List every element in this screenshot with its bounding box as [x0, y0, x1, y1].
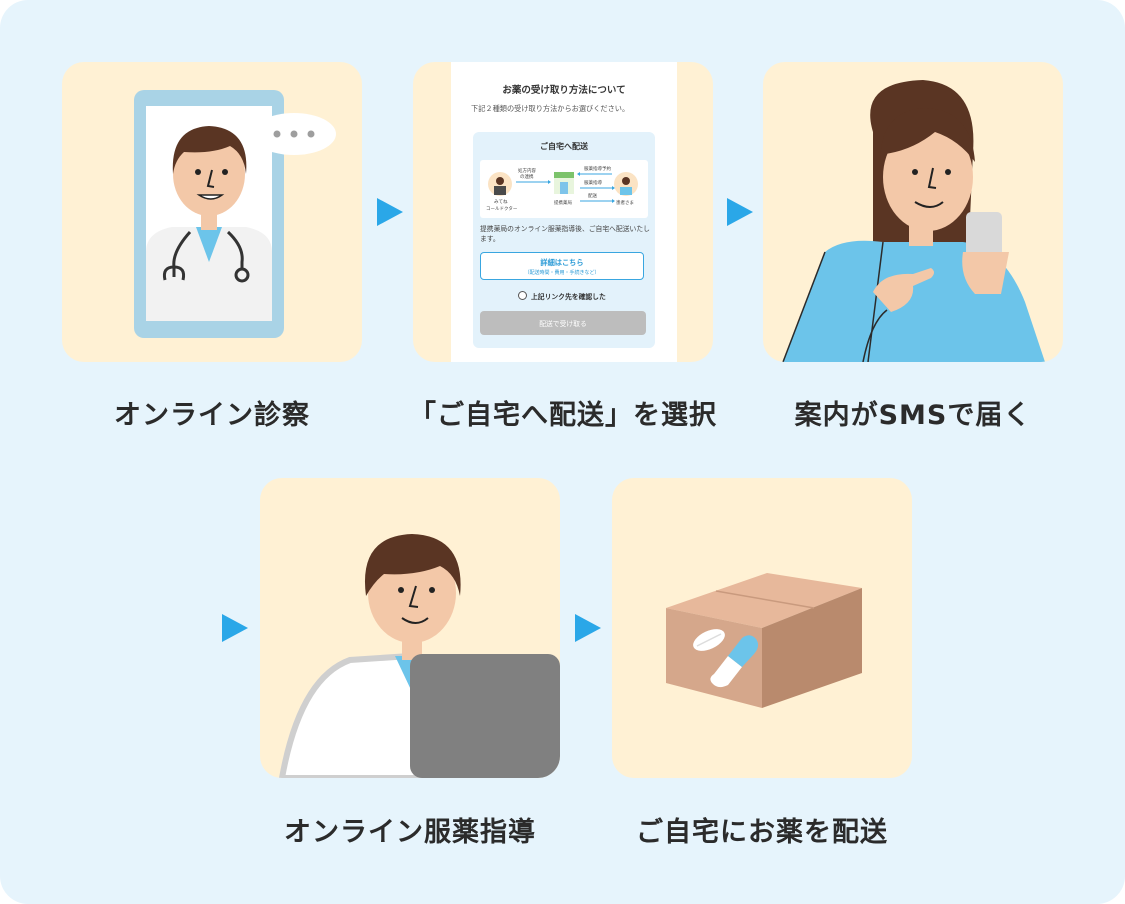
flow-step1-line2: の連携: [520, 175, 534, 180]
doctor-tablet-illustration: [134, 90, 336, 338]
step-label-medication-guidance: オンライン服薬指導: [284, 817, 536, 848]
flow-step3: 服薬指導: [584, 181, 602, 186]
step-card-select-delivery: お薬の受け取り方法について 下記２種類の受け取り方法からお選びください。 ご自宅…: [413, 62, 713, 362]
pharmacist-laptop-illustration: [278, 534, 560, 778]
step-card-home-delivery: [612, 478, 912, 778]
arrow-right-icon: [377, 198, 403, 226]
flow-step4: 配送: [588, 194, 597, 199]
flow-left-name-1: みてね: [494, 200, 508, 205]
confirm-radio-label: 上記リンク先を確認した: [531, 293, 606, 301]
step-label-select-delivery: 「ご自宅へ配送」を選択: [409, 400, 717, 431]
flow-step1-line1: 処方内容: [518, 169, 536, 174]
delivery-flow-figure: 処方内容 の連携 服薬指導予約 服薬指導 配送 みてね コールドクター 提携薬局…: [480, 160, 648, 218]
delivery-description: 提携薬局のオンライン服薬指導後、ご自宅へ配送いたします。: [480, 225, 650, 243]
arrow-right-icon: [222, 614, 248, 642]
step-card-medication-guidance: [260, 478, 560, 778]
screen-title: お薬の受け取り方法について: [502, 85, 626, 96]
flow-left-name-2: コールドクター: [486, 207, 518, 212]
receive-by-delivery-label: 配送で受け取る: [539, 320, 587, 328]
flow-middle-name: 提携薬局: [554, 201, 572, 206]
screen-subtitle: 下記２種類の受け取り方法からお選びください。: [471, 104, 630, 113]
woman-phone-illustration: [782, 80, 1045, 362]
delivery-option-title: ご自宅へ配送: [540, 142, 588, 151]
delivery-option-panel: ご自宅へ配送: [473, 132, 655, 348]
capsule-icon: [693, 629, 725, 651]
step-label-home-delivery: ご自宅にお薬を配送: [636, 817, 888, 848]
confirm-radio[interactable]: [518, 291, 527, 300]
arrow-right-icon: [727, 198, 753, 226]
detail-link-label: 詳細はこちら: [540, 258, 584, 267]
step-label-online-consultation: オンライン診察: [114, 400, 310, 431]
detail-link-sublabel: （配送時間・費用・手続きなど）: [524, 270, 600, 276]
arrow-right-icon: [575, 614, 601, 642]
flow-right-name: 患者さま: [616, 201, 634, 206]
app-screen-mock: お薬の受け取り方法について 下記２種類の受け取り方法からお選びください。 ご自宅…: [451, 62, 677, 362]
receive-by-delivery-button[interactable]: 配送で受け取る: [480, 311, 646, 335]
detail-link-button[interactable]: 詳細はこちら （配送時間・費用・手続きなど）: [480, 252, 644, 280]
flow-step2: 服薬指導予約: [584, 167, 611, 172]
step-card-sms: [763, 62, 1063, 362]
pill-icon: [710, 635, 759, 688]
step-label-sms: 案内がSMSで届く: [794, 400, 1032, 431]
medicine-box-illustration: [666, 573, 862, 708]
step-card-online-consultation: [62, 62, 362, 362]
